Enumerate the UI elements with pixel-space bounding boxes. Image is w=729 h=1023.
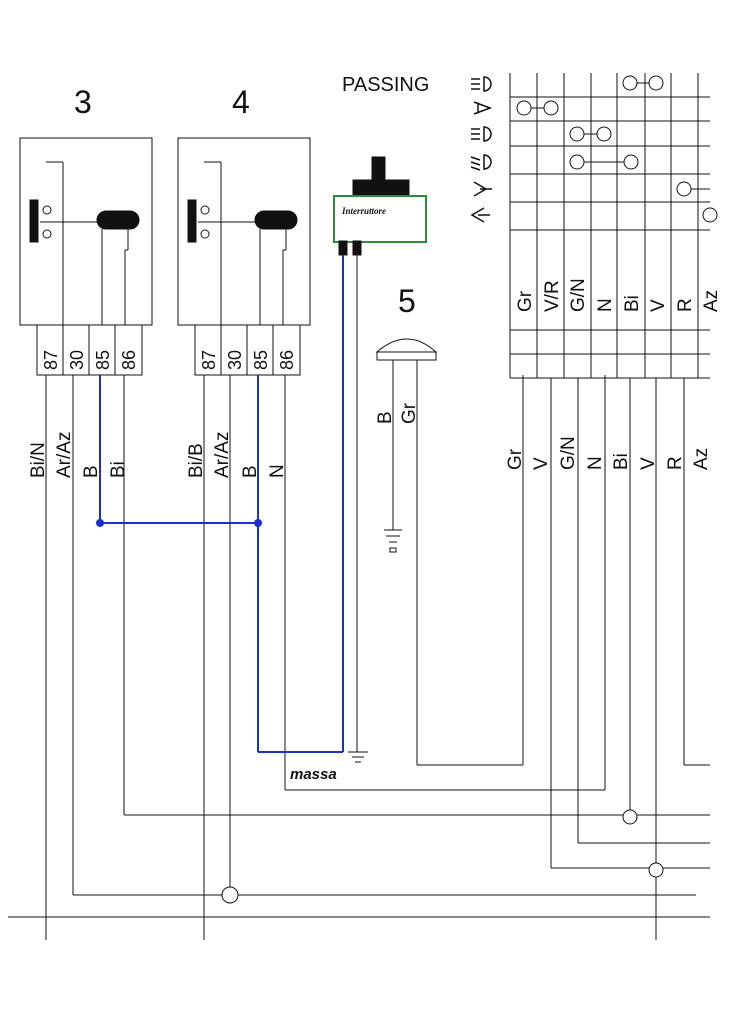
junction-node: [622, 809, 638, 825]
blue-wire-circuit: [99, 255, 344, 753]
relay-3-wire-label: Ar/Az: [54, 432, 75, 478]
relay-3: [19, 137, 153, 376]
lamp-number: 5: [398, 283, 416, 319]
connector-bottom-label: N: [585, 456, 606, 470]
connector-top-label: V: [648, 299, 669, 312]
connector-top-label: Az: [701, 290, 722, 312]
connector-bottom-label: Gr: [505, 448, 526, 470]
connector-top-label: G/N: [568, 278, 589, 312]
relay-3-pin: 87: [41, 350, 61, 370]
junction-node: [648, 862, 664, 878]
lamp-wire-label: B: [375, 411, 396, 424]
relay-4-pin: 86: [277, 350, 297, 370]
connector-top-label: R: [675, 298, 696, 312]
relay-3-pin: 86: [119, 350, 139, 370]
relay-4-wire-label: Ar/Az: [212, 432, 233, 478]
connector-top-label: V/R: [542, 280, 563, 312]
relay-4: [177, 137, 311, 376]
connector-bottom-label: V: [531, 457, 552, 470]
relay-4-number: 4: [232, 84, 250, 120]
blue-junction: [254, 519, 262, 527]
connector-wires: [550, 378, 710, 940]
connector-top-label: Gr: [515, 290, 536, 312]
turn-signal-icon: [470, 181, 492, 223]
relay-3-pin: 30: [67, 350, 87, 370]
relay-4-wire-label: N: [267, 464, 288, 478]
horn-icon: [473, 101, 493, 115]
function-grid: [509, 73, 718, 231]
relay-3-pin: 85: [93, 350, 113, 370]
relay-4-pin: 87: [199, 350, 219, 370]
connector-bottom-label: G/N: [558, 436, 579, 470]
relay-4-wire-label: B: [240, 465, 261, 478]
headlight-icon: [471, 76, 492, 92]
passing-switch: [333, 156, 427, 752]
lamp-wire-label: Gr: [399, 402, 420, 424]
connector-block: [509, 230, 710, 379]
passing-title: PASSING: [342, 74, 429, 96]
relay-3-wire-label: Bi/N: [28, 442, 49, 478]
relay-3-wire-label: Bi: [108, 461, 129, 478]
ground-symbol: [348, 751, 368, 763]
relay-4-wire-label: Bi/B: [186, 443, 207, 478]
connector-bottom-label: R: [665, 456, 686, 470]
junction-node: [221, 886, 239, 904]
relay-3-number: 3: [74, 84, 92, 120]
relay-4-pin: 30: [225, 350, 245, 370]
relay-wires: [45, 375, 710, 940]
connector-bottom-label: Bi: [611, 453, 632, 470]
relay-4-pin: 85: [251, 350, 271, 370]
connector-top-label: N: [595, 298, 616, 312]
blue-junction: [96, 519, 104, 527]
connector-bottom-label: Az: [691, 448, 712, 470]
lamp-5: [375, 338, 524, 766]
ground-label: massa: [290, 766, 337, 783]
switch-label: Interruttore: [341, 206, 386, 216]
relay-3-wire-label: B: [81, 465, 102, 478]
connector-bottom-label: V: [638, 457, 659, 470]
high-beam-icon: [471, 126, 492, 142]
low-beam-icon: [470, 154, 492, 171]
connector-top-label: Bi: [622, 295, 643, 312]
